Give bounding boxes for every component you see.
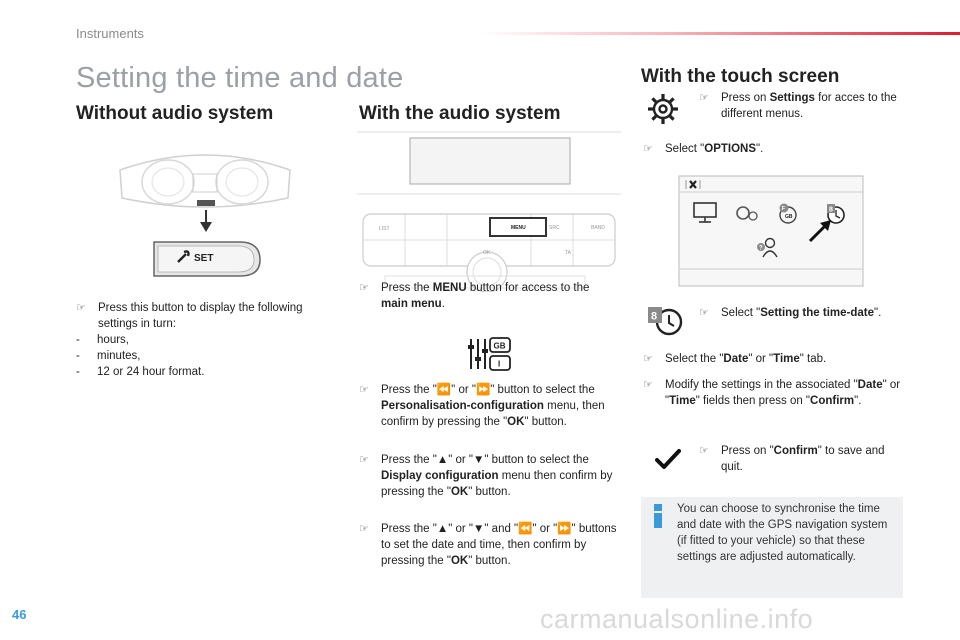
info-text: You can choose to synchronise the time a… [677,503,888,563]
page-title: Setting the time and date [76,62,404,94]
audio-step-4: ☞ Press the "▲" or "▼" and "⏪" or "⏩" bu… [359,523,617,567]
bullet-icon: ☞ [643,353,653,365]
page-number: 46 [12,607,27,622]
panel-label-band: BAND [591,225,605,231]
settings-label-i: I [498,360,500,369]
watermark: carmanualsonline.info [540,604,814,634]
instrument-cluster-illustration [119,154,291,232]
list-item: - minutes, [76,350,141,362]
settings-gear-icon [648,94,678,124]
audio-step-3: ☞ Press the "▲" or "▼" button to select … [359,454,613,498]
heading-without-audio: Without audio system [76,103,274,124]
set-button-label: SET [194,253,214,264]
touch-step-2: ☞ Select "OPTIONS". [643,143,764,155]
touch-step-4: ☞ Select the "Date" or "Time" tab. [643,353,827,365]
bullet-icon: ☞ [359,282,369,294]
bullet-icon: ☞ [359,454,369,466]
info-box [641,497,903,598]
screen-label-gb: GB [785,214,793,220]
bullet-icon: ☞ [643,143,653,155]
list-item: - hours, [76,334,129,346]
heading-touch-screen: With the touch screen [641,66,840,87]
settings-list: - hours, - minutes, - 12 or 24 hour form… [76,332,326,380]
without-audio-instruction: ☞ Press this button to display the follo… [76,302,303,330]
settings-sliders-icon: GB I [468,337,511,371]
panel-label-ta: TA [565,250,572,256]
bullet-icon: ☞ [359,384,369,396]
set-button-illustration [153,241,261,277]
touch-step-6: ☞ Press on "Confirm" to save and quit. [699,445,885,473]
options-screen-illustration: F GB 8 ? [678,175,864,287]
audio-step-2: ☞ Press the "⏪" or "⏩" button to select … [359,384,605,428]
touch-step-3: ☞ Select "Setting the time-date". [699,307,882,319]
bullet-icon: ☞ [76,302,86,314]
panel-label-menu: MENU [511,225,526,231]
info-icon [654,504,662,528]
heading-with-audio: With the audio system [359,103,561,124]
touch-step-5: ☞ Modify the settings in the associated … [643,379,901,407]
header-rule [480,32,960,35]
list-item: - 12 or 24 hour format. [76,366,205,378]
bullet-icon: ☞ [359,523,369,535]
confirm-check-icon [655,449,681,469]
panel-label-src: SRC [549,225,560,231]
screen-label-8: 8 [829,207,833,214]
audio-step-1: ☞ Press the MENU button for access to th… [359,282,590,310]
screen-label-question: ? [759,246,763,252]
panel-label-ok: OK [483,250,491,256]
badge-number: 8 [651,311,657,323]
clock-icon: 8 [648,307,683,336]
panel-label-list: LIST [379,226,390,232]
touch-step-1: ☞ Press on Settings for acces to the dif… [699,92,897,120]
settings-label-gb: GB [494,342,506,351]
bullet-icon: ☞ [643,379,653,391]
section-header: Instruments [76,26,144,41]
audio-panel-illustration: LIST MENU SRC BAND OK TA [357,131,621,292]
bullet-icon: ☞ [699,307,709,319]
screen-label-f: F [782,206,786,212]
bullet-icon: ☞ [699,92,709,104]
bullet-icon: ☞ [699,445,709,457]
